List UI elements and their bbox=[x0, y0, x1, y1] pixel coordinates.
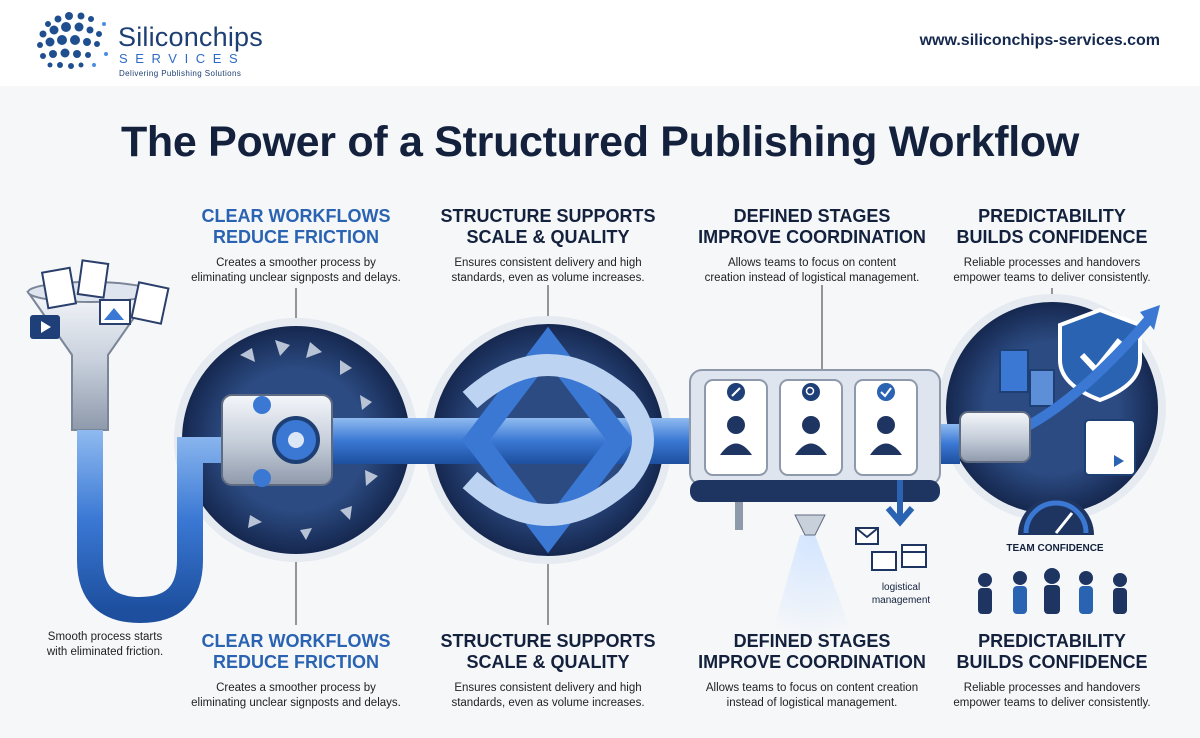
heading-line: DEFINED STAGES bbox=[733, 631, 891, 651]
logo-dots-icon bbox=[37, 12, 108, 69]
heading-line: STRUCTURE SUPPORTS bbox=[440, 631, 656, 651]
book-icon bbox=[999, 349, 1055, 407]
description-line: instead of logistical management. bbox=[726, 697, 898, 709]
description-line: Allows teams to focus on content bbox=[727, 257, 897, 269]
search-icon bbox=[802, 383, 820, 401]
heading-line: STRUCTURE SUPPORTS bbox=[440, 206, 656, 226]
lamp-light bbox=[770, 535, 855, 640]
heading-line: BUILDS CONFIDENCE bbox=[956, 227, 1148, 247]
brand-subtitle: SERVICES bbox=[119, 51, 246, 66]
heading-line: PREDICTABILITY bbox=[978, 631, 1126, 651]
heading-line: REDUCE FRICTION bbox=[213, 652, 379, 672]
description-line: Creates a smoother process by bbox=[216, 257, 376, 269]
description-line: Creates a smoother process by bbox=[216, 682, 376, 694]
description-line: Ensures consistent delivery and high bbox=[454, 682, 642, 694]
top-column-predictability: PREDICTABILITY BUILDS CONFIDENCE Reliabl… bbox=[922, 206, 1182, 286]
arrow-up-icon bbox=[1017, 305, 1160, 435]
gear-icon bbox=[221, 394, 333, 487]
stage-cards bbox=[689, 369, 941, 502]
pencil-icon bbox=[727, 383, 745, 401]
heading-line: CLEAR WORKFLOWS bbox=[201, 206, 391, 226]
people-icon bbox=[978, 568, 1127, 614]
heading-line: SCALE & QUALITY bbox=[466, 227, 630, 247]
top-column-structure: STRUCTURE SUPPORTS SCALE & QUALITY Ensur… bbox=[418, 206, 678, 286]
intake-pipe bbox=[77, 430, 230, 624]
description-line: Allows teams to focus on content creatio… bbox=[705, 682, 919, 694]
side-note: Smooth process starts with eliminated fr… bbox=[30, 630, 180, 660]
arrow-down-icon bbox=[885, 480, 915, 527]
brand-tagline: Delivering Publishing Solutions bbox=[119, 69, 242, 78]
heading-line: SCALE & QUALITY bbox=[466, 652, 630, 672]
bottom-column-stages: DEFINED STAGES IMPROVE COORDINATION Allo… bbox=[682, 631, 942, 711]
pipe-outlet bbox=[959, 411, 1031, 463]
brand-name: Siliconchips bbox=[118, 22, 263, 52]
header-bar: Siliconchips SERVICES Delivering Publish… bbox=[0, 0, 1200, 86]
lamp-icon bbox=[735, 502, 826, 536]
heading-line: DEFINED STAGES bbox=[733, 206, 891, 226]
knot-icon bbox=[462, 326, 654, 554]
logistical-label: logistical management bbox=[846, 581, 956, 607]
calendar-icon bbox=[901, 544, 927, 568]
top-column-friction: CLEAR WORKFLOWS REDUCE FRICTION Creates … bbox=[166, 206, 426, 286]
heading-line: IMPROVE COORDINATION bbox=[698, 227, 926, 247]
side-note-line: with eliminated friction. bbox=[46, 646, 164, 658]
logistical-label-line: management bbox=[871, 595, 931, 606]
check-icon bbox=[877, 383, 895, 401]
gauge-icon bbox=[1018, 497, 1094, 535]
description-line: empower teams to deliver consistently. bbox=[953, 272, 1151, 284]
top-column-stages: DEFINED STAGES IMPROVE COORDINATION Allo… bbox=[682, 206, 942, 286]
page-title: The Power of a Structured Publishing Wor… bbox=[120, 118, 1080, 166]
heading-line: IMPROVE COORDINATION bbox=[698, 652, 926, 672]
description-line: eliminating unclear signposts and delays… bbox=[191, 272, 401, 284]
website-url[interactable]: www.siliconchips-services.com bbox=[919, 32, 1160, 49]
bottom-column-predictability: PREDICTABILITY BUILDS CONFIDENCE Reliabl… bbox=[922, 631, 1182, 711]
description-line: Reliable processes and handovers bbox=[963, 257, 1141, 269]
description-line: empower teams to deliver consistently. bbox=[953, 697, 1151, 709]
logistical-label-line: logistical bbox=[881, 582, 921, 593]
heading-line: BUILDS CONFIDENCE bbox=[956, 652, 1148, 672]
person-icon bbox=[720, 416, 902, 455]
heading-line: PREDICTABILITY bbox=[978, 206, 1126, 226]
description-line: standards, even as volume increases. bbox=[451, 697, 645, 709]
bottom-column-friction: CLEAR WORKFLOWS REDUCE FRICTION Creates … bbox=[166, 631, 426, 711]
heading-line: CLEAR WORKFLOWS bbox=[201, 631, 391, 651]
monitor-small-icon bbox=[871, 551, 897, 571]
side-note-line: Smooth process starts bbox=[47, 631, 163, 643]
monitor-icon bbox=[1084, 419, 1136, 476]
description-line: Reliable processes and handovers bbox=[963, 682, 1141, 694]
description-line: standards, even as volume increases. bbox=[451, 272, 645, 284]
description-line: Ensures consistent delivery and high bbox=[454, 257, 642, 269]
description-line: eliminating unclear signposts and delays… bbox=[191, 697, 401, 709]
shield-check-icon bbox=[1058, 307, 1142, 403]
description-line: creation instead of logistical managemen… bbox=[704, 272, 920, 284]
team-confidence-label: TEAM CONFIDENCE bbox=[1006, 543, 1104, 554]
video-icon bbox=[30, 315, 60, 339]
image-icon bbox=[99, 299, 131, 325]
heading-line: REDUCE FRICTION bbox=[213, 227, 379, 247]
email-icon bbox=[855, 527, 879, 545]
bottom-column-structure: STRUCTURE SUPPORTS SCALE & QUALITY Ensur… bbox=[418, 631, 678, 711]
document-icon bbox=[40, 259, 170, 325]
